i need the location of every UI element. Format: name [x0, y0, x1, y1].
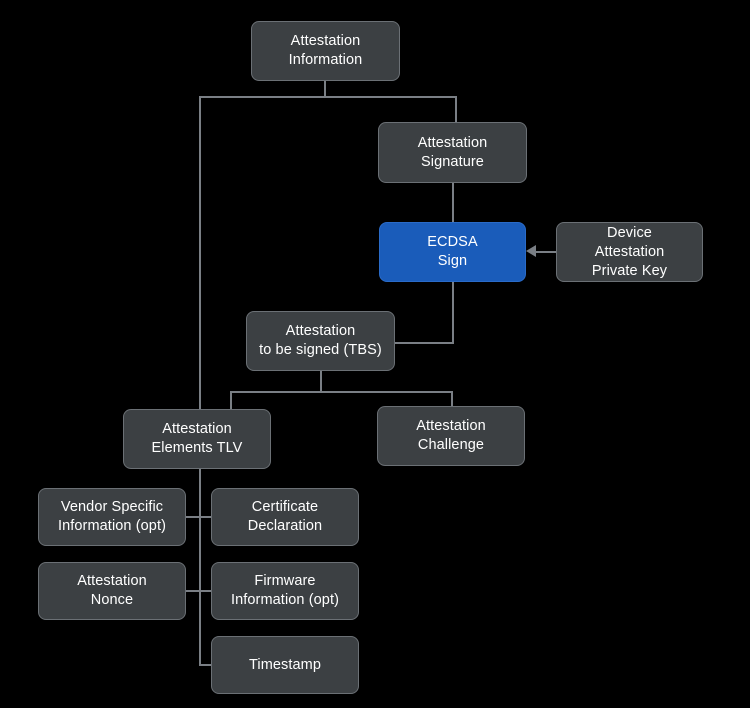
connector-tbs-down-stub: [320, 371, 322, 392]
node-attestation-elements-tlv[interactable]: Attestation Elements TLV: [123, 409, 271, 469]
node-attestation-challenge[interactable]: Attestation Challenge: [377, 406, 525, 466]
connector-signature-down: [452, 183, 454, 223]
node-label: Device Attestation Private Key: [591, 224, 668, 279]
connector-tlv-branch-row1: [185, 516, 212, 518]
node-label: Attestation Information: [288, 33, 363, 68]
connector-fanout-left-down: [199, 96, 201, 410]
connector-tlv-branch-row3: [199, 664, 212, 666]
connector-ecdsa-down: [452, 282, 454, 344]
node-label: Attestation Nonce: [77, 573, 147, 608]
connector-tbs-right-down: [451, 391, 453, 407]
node-label: Timestamp: [248, 656, 322, 673]
node-attestation-tbs[interactable]: Attestation to be signed (TBS): [246, 311, 395, 371]
node-label: Firmware Information (opt): [230, 573, 340, 608]
node-firmware-information[interactable]: Firmware Information (opt): [211, 562, 359, 620]
node-attestation-signature[interactable]: Attestation Signature: [378, 122, 527, 183]
node-attestation-nonce[interactable]: Attestation Nonce: [38, 562, 186, 620]
node-ecdsa-sign[interactable]: ECDSA Sign: [379, 222, 526, 282]
node-device-attestation-private-key[interactable]: Device Attestation Private Key: [556, 222, 703, 282]
connector-ecdsa-to-tbs-bar: [395, 342, 454, 344]
node-certificate-declaration[interactable]: Certificate Declaration: [211, 488, 359, 546]
node-label: Certificate Declaration: [247, 499, 323, 534]
connector-tlv-down-spine: [199, 469, 201, 666]
connector-tlv-branch-row2: [185, 590, 212, 592]
node-label: Attestation Elements TLV: [151, 421, 243, 456]
node-label: Attestation Signature: [417, 134, 488, 170]
connector-tbs-fanout-bar: [230, 391, 453, 393]
node-label: ECDSA Sign: [427, 234, 478, 269]
node-label: Attestation to be signed (TBS): [259, 323, 382, 358]
connector-tbs-left-down: [230, 391, 232, 410]
connector-fanout-right-down: [455, 96, 457, 123]
connector-info-fanout-bar: [199, 96, 457, 98]
node-label: Attestation Challenge: [416, 418, 486, 453]
arrowhead-arrow-into-ecdsa: [526, 245, 536, 257]
node-attestation-information[interactable]: Attestation Information: [251, 21, 400, 81]
node-vendor-specific-information[interactable]: Vendor Specific Information (opt): [38, 488, 186, 546]
connector-privatekey-to-ecdsa: [536, 251, 557, 253]
node-label: Vendor Specific Information (opt): [57, 499, 167, 534]
connector-info-down-stub: [324, 81, 326, 98]
node-timestamp[interactable]: Timestamp: [211, 636, 359, 694]
